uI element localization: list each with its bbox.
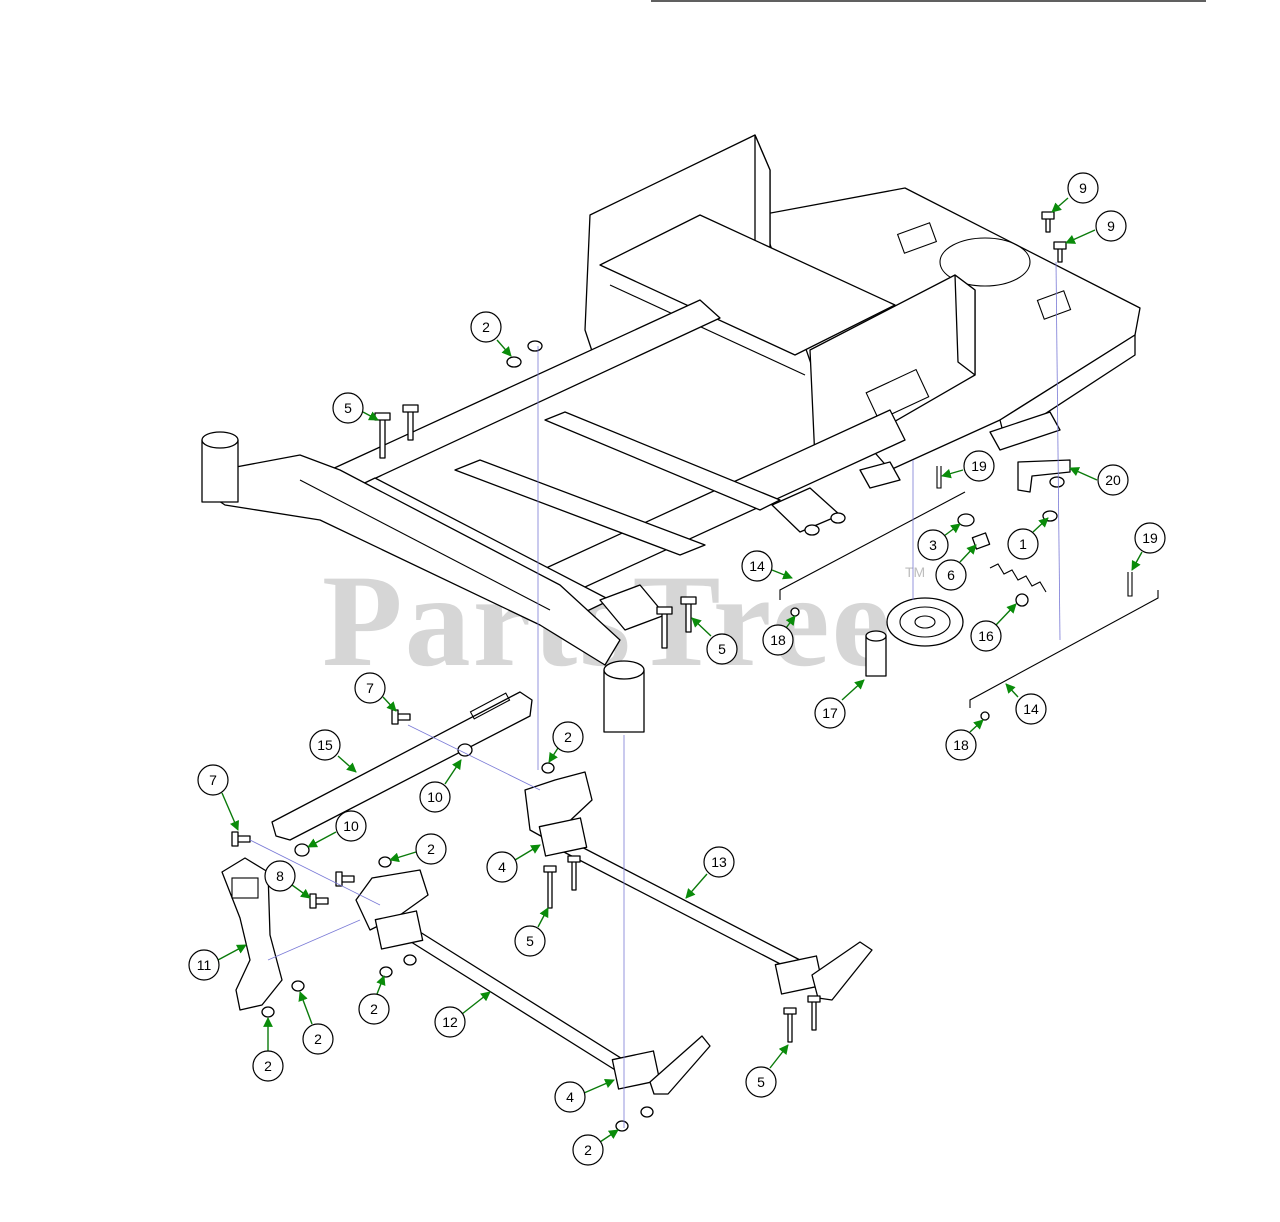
- svg-text:4: 4: [566, 1089, 574, 1105]
- callout-19-b[interactable]: 19: [1131, 522, 1166, 571]
- callout-12[interactable]: 12: [434, 991, 491, 1038]
- svg-text:16: 16: [978, 628, 994, 644]
- callout-2-d[interactable]: 2: [358, 975, 390, 1025]
- svg-text:3: 3: [929, 537, 937, 553]
- svg-text:2: 2: [564, 729, 572, 745]
- svg-text:9: 9: [1079, 180, 1087, 196]
- svg-text:10: 10: [427, 789, 443, 805]
- svg-text:5: 5: [757, 1074, 765, 1090]
- callout-18-a[interactable]: 18: [762, 615, 796, 656]
- svg-text:12: 12: [442, 1014, 458, 1030]
- callout-9-b[interactable]: 9: [1065, 210, 1127, 244]
- svg-text:18: 18: [770, 632, 786, 648]
- svg-text:2: 2: [370, 1001, 378, 1017]
- callout-8[interactable]: 8: [264, 860, 311, 899]
- svg-text:2: 2: [314, 1031, 322, 1047]
- svg-text:2: 2: [427, 841, 435, 857]
- callout-14-b[interactable]: 14: [1005, 683, 1047, 725]
- frame-hardware: [374, 211, 1159, 721]
- svg-text:13: 13: [711, 854, 727, 870]
- callout-18-b[interactable]: 18: [945, 719, 984, 761]
- callout-5-c[interactable]: 5: [514, 907, 549, 957]
- callout-17[interactable]: 17: [814, 679, 865, 729]
- callout-16[interactable]: 16: [970, 603, 1017, 652]
- assembly-guide-lines: [249, 261, 1061, 1128]
- svg-text:5: 5: [718, 641, 726, 657]
- callout-4-a[interactable]: 4: [486, 844, 541, 883]
- svg-text:5: 5: [526, 933, 534, 949]
- svg-text:9: 9: [1107, 218, 1115, 234]
- svg-text:6: 6: [947, 567, 955, 583]
- callout-9-a[interactable]: 9: [1051, 172, 1099, 213]
- svg-text:14: 14: [749, 558, 765, 574]
- svg-text:2: 2: [584, 1142, 592, 1158]
- callout-7-b[interactable]: 7: [197, 764, 239, 831]
- callout-2-e[interactable]: 2: [298, 991, 334, 1055]
- callout-2-g[interactable]: 2: [572, 1129, 619, 1166]
- callout-1[interactable]: 1: [1007, 517, 1049, 560]
- svg-text:19: 19: [1142, 530, 1158, 546]
- callout-14-a[interactable]: 14: [741, 550, 793, 582]
- callout-13[interactable]: 13: [685, 846, 735, 899]
- svg-text:20: 20: [1105, 472, 1121, 488]
- svg-text:5: 5: [344, 400, 352, 416]
- callout-5-d[interactable]: 5: [745, 1044, 789, 1098]
- callout-5-a[interactable]: 5: [332, 392, 379, 424]
- svg-text:11: 11: [197, 957, 212, 973]
- svg-text:14: 14: [1023, 701, 1039, 717]
- svg-text:19: 19: [971, 458, 987, 474]
- svg-text:2: 2: [482, 319, 490, 335]
- callout-10-a[interactable]: 10: [419, 759, 462, 813]
- callout-20[interactable]: 20: [1069, 464, 1129, 496]
- callout-2-a[interactable]: 2: [470, 311, 512, 357]
- main-frame: [201, 134, 1141, 733]
- svg-text:1: 1: [1019, 536, 1027, 552]
- lift-linkage: [221, 691, 873, 1132]
- callout-19-a[interactable]: 19: [941, 450, 995, 482]
- svg-text:4: 4: [498, 859, 506, 875]
- svg-text:2: 2: [264, 1058, 272, 1074]
- svg-text:7: 7: [366, 680, 374, 696]
- svg-text:8: 8: [276, 868, 284, 884]
- callout-6[interactable]: 6: [935, 544, 977, 591]
- svg-text:17: 17: [822, 705, 838, 721]
- callout-10-b[interactable]: 10: [307, 810, 367, 848]
- watermark-trademark: TM: [905, 564, 925, 580]
- svg-text:18: 18: [953, 737, 969, 753]
- callout-3[interactable]: 3: [917, 523, 961, 561]
- callout-5-b[interactable]: 5: [691, 617, 738, 665]
- callout-2-f[interactable]: 2: [252, 1017, 284, 1082]
- callout-7-a[interactable]: 7: [354, 672, 397, 712]
- svg-text:7: 7: [209, 772, 217, 788]
- callout-4-b[interactable]: 4: [554, 1079, 615, 1113]
- callout-2-b[interactable]: 2: [548, 721, 584, 763]
- svg-text:15: 15: [317, 737, 333, 753]
- callout-15[interactable]: 15: [309, 729, 357, 773]
- callout-2-c[interactable]: 2: [389, 833, 447, 865]
- callout-11[interactable]: 11: [188, 944, 247, 981]
- svg-text:10: 10: [343, 818, 359, 834]
